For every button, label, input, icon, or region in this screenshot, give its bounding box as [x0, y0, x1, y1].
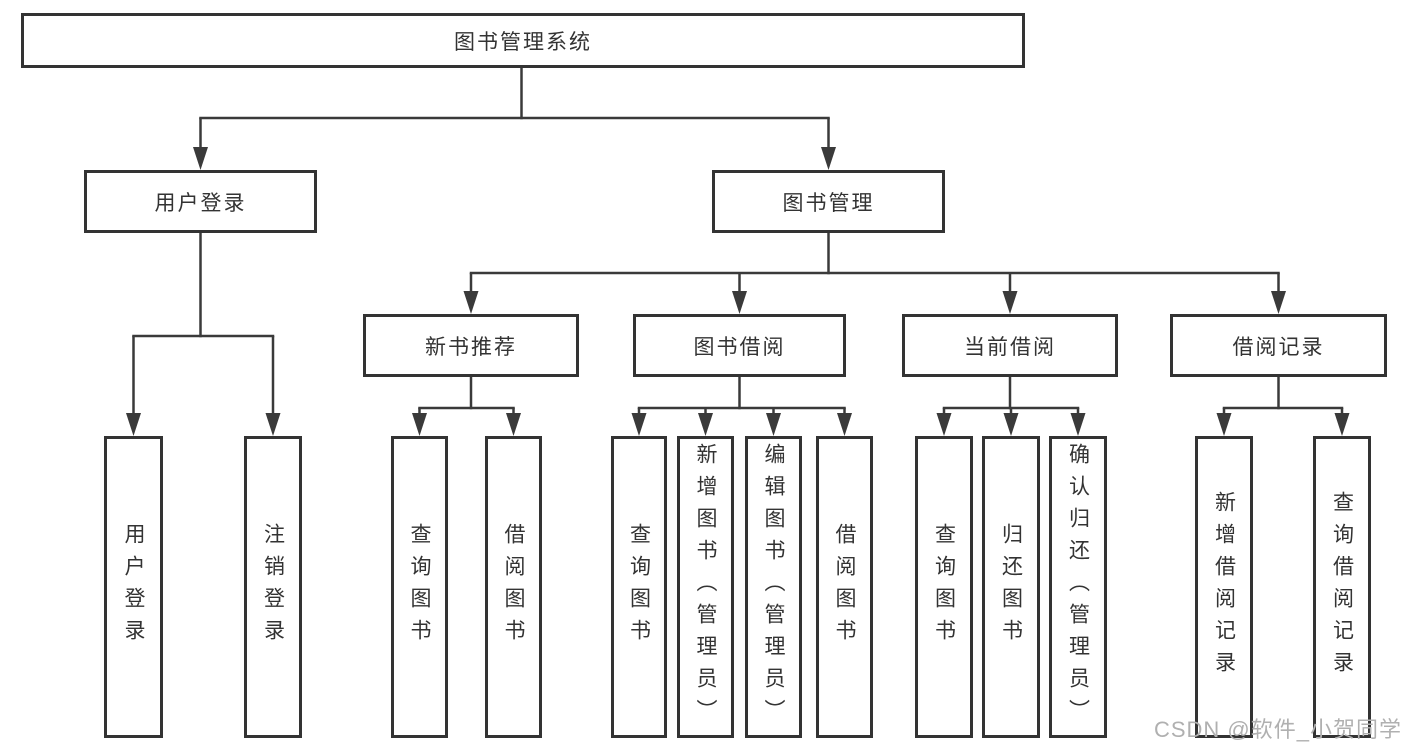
leaf-label: 借阅图书: [502, 523, 525, 651]
node-system-root: 图书管理系统: [21, 13, 1025, 68]
leaf-label: 新增借阅记录: [1212, 491, 1236, 683]
node-label: 当前借阅: [964, 335, 1056, 359]
leaf-query-borrow-record: 查询借阅记录: [1313, 436, 1371, 738]
leaf-add-borrow-record: 新增借阅记录: [1195, 436, 1253, 738]
node-current-borrow: 当前借阅: [902, 314, 1118, 377]
node-book-management: 图书管理: [712, 170, 945, 233]
leaf-label: 注销登录: [261, 523, 285, 651]
leaf-query-books-recommend: 查询图书: [391, 436, 448, 738]
node-label: 借阅记录: [1232, 335, 1325, 359]
leaf-label: 用户登录: [122, 523, 145, 651]
leaf-edit-book-admin: 编辑图书（管理员）: [745, 436, 802, 738]
leaf-confirm-return-admin: 确认归还（管理员）: [1049, 436, 1107, 738]
node-new-book-recommend: 新书推荐: [363, 314, 579, 377]
leaf-label: 查询图书: [932, 523, 956, 651]
node-borrow-records: 借阅记录: [1170, 314, 1387, 377]
leaf-label: 新增图书（管理员）: [694, 443, 717, 731]
leaf-borrow-books: 借阅图书: [816, 436, 873, 738]
leaf-return-book: 归还图书: [982, 436, 1040, 738]
node-book-borrow: 图书借阅: [633, 314, 846, 377]
node-label: 图书管理: [782, 191, 875, 215]
node-label: 图书管理系统: [454, 30, 592, 54]
leaf-query-books-borrow: 查询图书: [611, 436, 667, 738]
leaf-label: 借阅图书: [833, 523, 856, 651]
node-label: 新书推荐: [425, 335, 517, 359]
leaf-add-book-admin: 新增图书（管理员）: [677, 436, 734, 738]
leaf-label: 确认归还（管理员）: [1066, 443, 1090, 731]
node-user-login: 用户登录: [84, 170, 317, 233]
leaf-borrow-books-recommend: 借阅图书: [485, 436, 542, 738]
leaf-label: 查询图书: [627, 523, 651, 651]
leaf-label: 查询借阅记录: [1330, 491, 1354, 683]
leaf-logout: 注销登录: [244, 436, 302, 738]
node-label: 图书借阅: [693, 335, 786, 359]
node-label: 用户登录: [154, 191, 247, 215]
leaf-label: 查询图书: [408, 523, 431, 651]
leaf-query-books-current: 查询图书: [915, 436, 973, 738]
leaf-label: 归还图书: [999, 523, 1023, 651]
watermark: CSDN @软件_小贺同学: [1153, 717, 1402, 742]
leaf-user-login: 用户登录: [104, 436, 163, 738]
leaf-label: 编辑图书（管理员）: [762, 443, 785, 731]
